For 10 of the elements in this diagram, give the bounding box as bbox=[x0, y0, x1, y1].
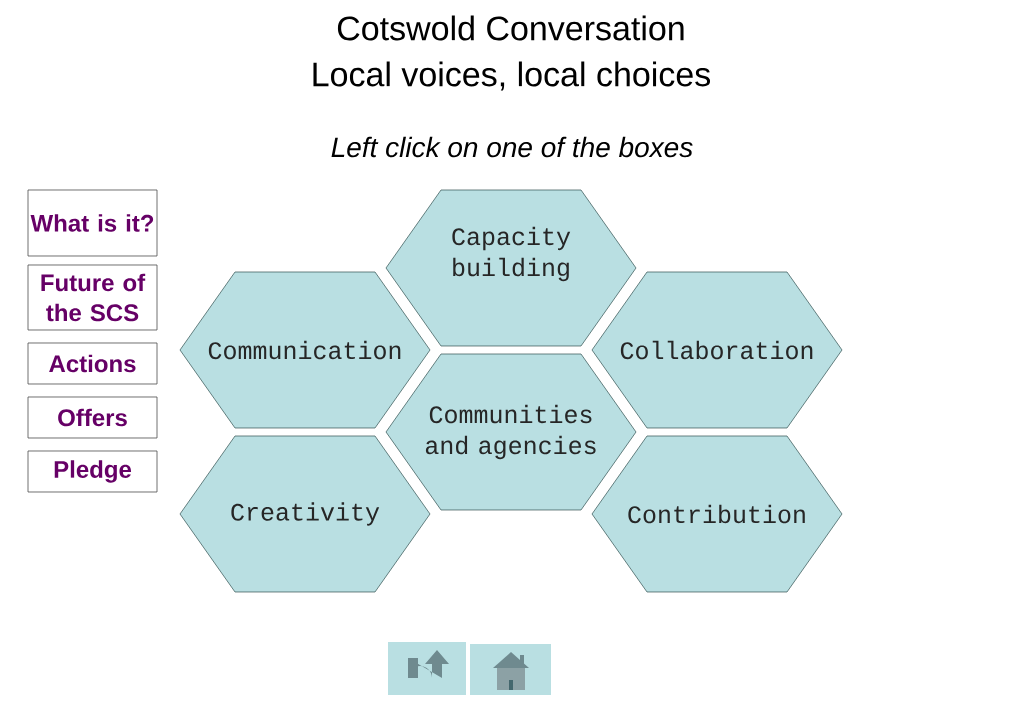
menu-button: Future of the SCS bbox=[27, 264, 158, 331]
menu-button: What is it? bbox=[27, 189, 158, 257]
subtitle: Local voices, local choices bbox=[313, 61, 710, 91]
instruction-text: Left click on one of the boxes bbox=[331, 136, 693, 158]
hexagon: Communication bbox=[179, 271, 431, 429]
hexagon: Collaboration bbox=[591, 271, 843, 429]
title: Cotswold Conversation bbox=[337, 15, 684, 41]
menu-button: Offers bbox=[27, 396, 158, 439]
menu-button: Actions bbox=[27, 342, 158, 385]
menu-button: Pledge bbox=[27, 450, 158, 493]
